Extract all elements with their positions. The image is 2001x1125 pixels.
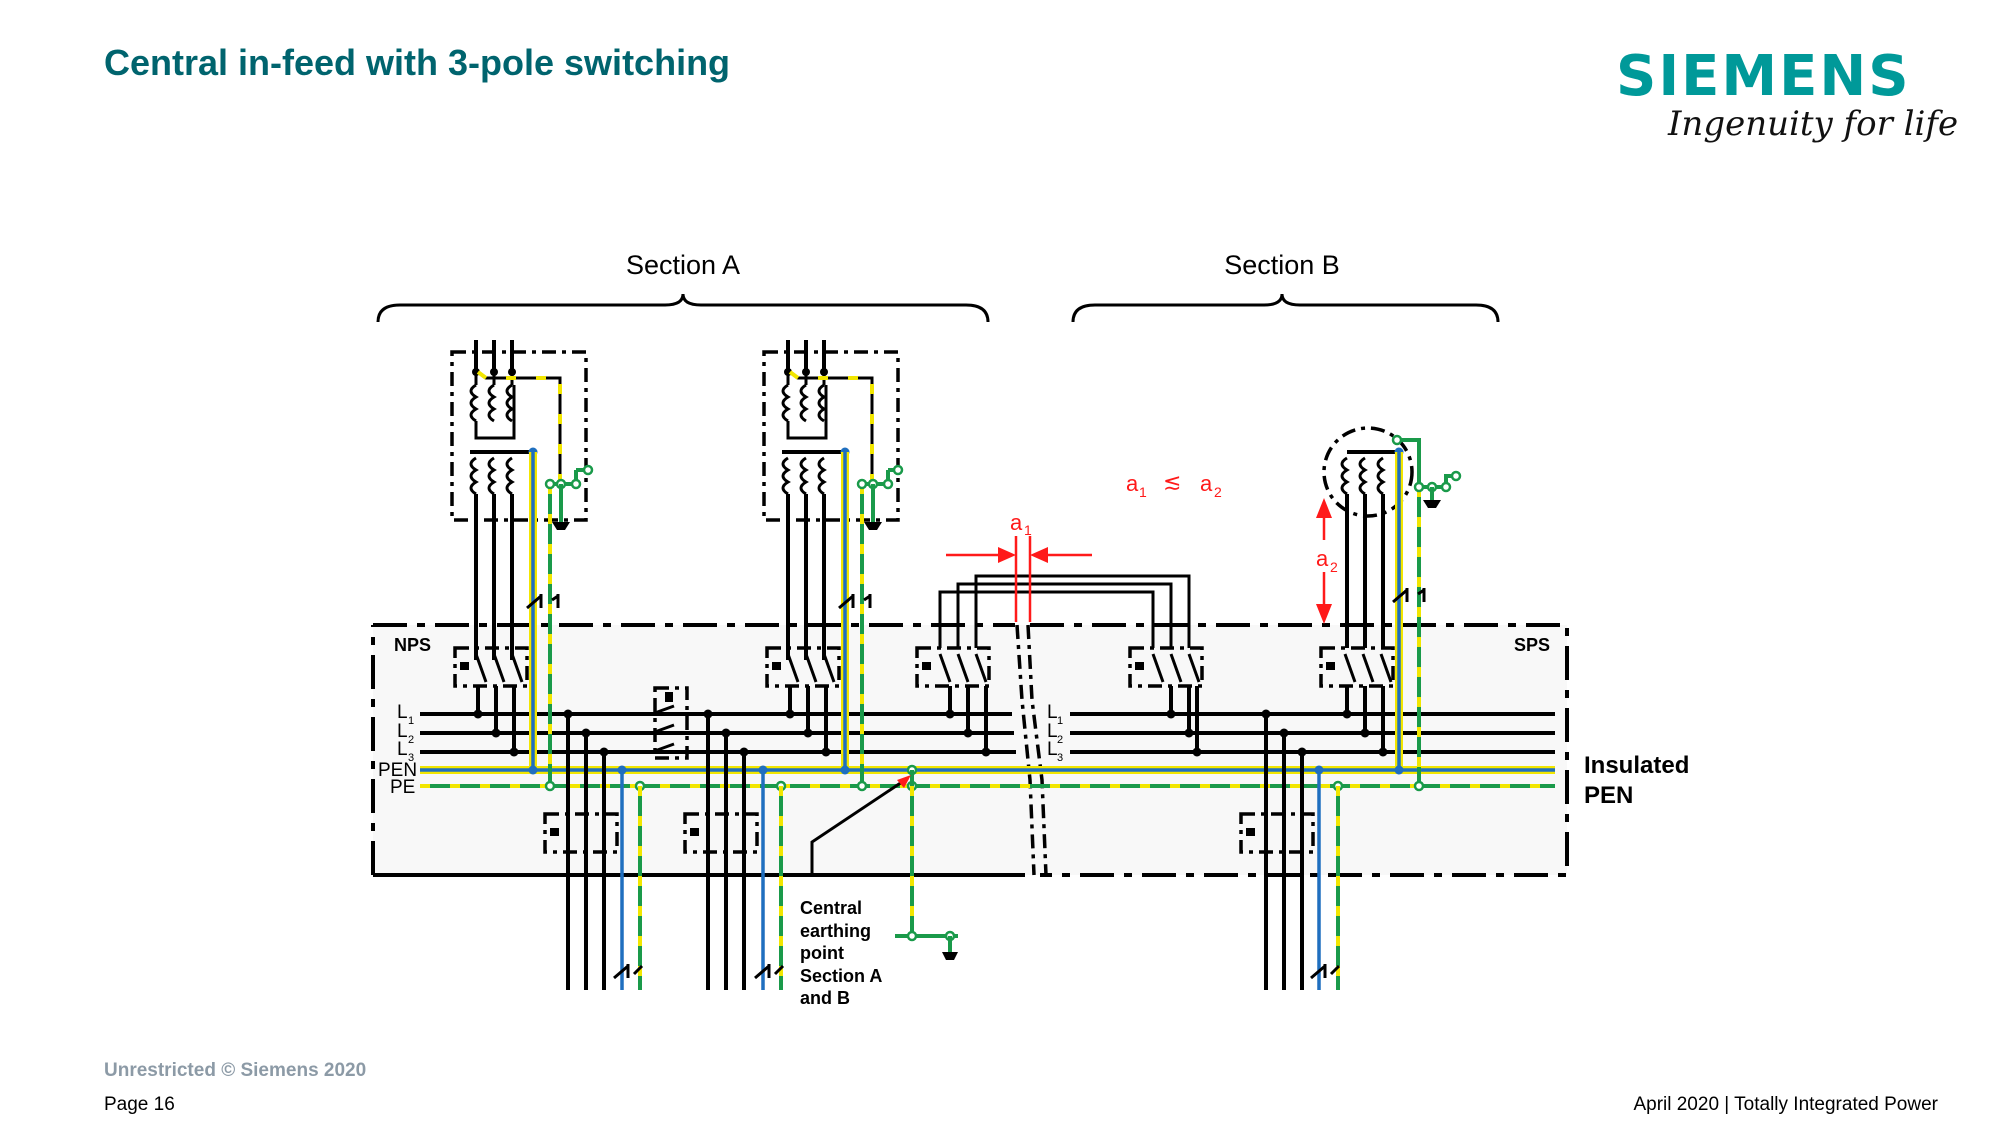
- pen-label: PEN: [378, 760, 417, 781]
- coupling-cable: [938, 574, 1191, 648]
- l3-sub-b: 3: [1057, 752, 1063, 764]
- l1-sub: 1: [408, 715, 414, 727]
- section-a-brace: [376, 293, 990, 323]
- neutral-disconnector-1: [526, 594, 560, 610]
- sps-label: SPS: [1514, 635, 1550, 655]
- transformer-2: [762, 340, 900, 660]
- switchboard-panel-border: [373, 623, 1569, 877]
- bus-section-switch: [651, 686, 689, 760]
- earth-symbol-central: [942, 952, 958, 960]
- annotation-text: Central earthing point Section A and B: [800, 898, 887, 1008]
- insulated-pen-label: Insulated PEN: [1584, 752, 1696, 809]
- neutral-disconnector-3: [1392, 588, 1426, 604]
- l2-label: L: [397, 721, 408, 742]
- l1-label: L: [397, 702, 408, 723]
- insulated-pen-line-2: PEN: [1584, 782, 1633, 809]
- a1-sub: 1: [1024, 522, 1032, 538]
- l2-sub-b: 2: [1057, 734, 1063, 746]
- central-earthing-point: [895, 770, 958, 960]
- incomer-2-drops: [788, 686, 828, 752]
- earth-symbol-1: [552, 522, 570, 530]
- insulated-pen-line-1: Insulated: [1584, 752, 1689, 779]
- incomer-1-drops: [476, 686, 516, 752]
- section-a-label: Section A: [626, 250, 740, 280]
- outgoing-feeder-3: [1239, 709, 1341, 990]
- relation-symbol: ≲: [1163, 469, 1181, 494]
- neutral-disconnector-2: [838, 594, 872, 610]
- footer-page-number: Page 16: [104, 1094, 175, 1115]
- dimension-a1: a 1: [946, 510, 1092, 622]
- annotation-line-2: earthing: [800, 921, 871, 941]
- section-b-brace: [1071, 293, 1500, 323]
- incomer-3-drops: [1345, 686, 1385, 752]
- pe-label: PE: [390, 777, 415, 798]
- section-break-line-2: [1026, 624, 1048, 876]
- distance-relation: a 1 ≲ a 2: [1126, 469, 1222, 500]
- relation-a2-sub: 2: [1214, 484, 1222, 500]
- nps-label: NPS: [394, 635, 431, 655]
- section-break-line: [1015, 624, 1036, 876]
- footer-date-topic: April 2020 | Totally Integrated Power: [1633, 1094, 1938, 1115]
- earth-terminal-group-3: [1391, 434, 1462, 508]
- incomer-breaker-2: [765, 646, 841, 688]
- bus-labels-section-b: L 1 L 2 L 3: [1047, 702, 1063, 764]
- l3-sub: 3: [408, 752, 414, 764]
- relation-a2: a: [1200, 471, 1213, 496]
- a1-label: a: [1010, 510, 1023, 535]
- l2-sub: 2: [408, 734, 414, 746]
- l1-sub-b: 1: [1057, 715, 1063, 727]
- l3-label-b: L: [1047, 739, 1058, 760]
- brand-tagline: Ingenuity for life: [1668, 104, 1959, 144]
- siemens-logo: SIEMENS: [1616, 44, 1911, 109]
- annotation-line-1: Central: [800, 898, 862, 918]
- coupling-breaker-a: [915, 646, 991, 752]
- l3-label: L: [397, 739, 408, 760]
- earth-symbol-2: [864, 522, 882, 530]
- footer-classification: Unrestricted © Siemens 2020: [104, 1060, 367, 1081]
- coupling-breaker-b: [1128, 646, 1204, 752]
- earth-terminal-group-1: [544, 464, 594, 530]
- earth-symbol-3: [1423, 500, 1441, 508]
- annotation-line-3: point: [800, 943, 844, 963]
- bus-labels-section-a: L 1 L 2 L 3 PEN PE: [378, 702, 417, 798]
- earth-terminal-group-2: [856, 464, 904, 530]
- annotation-line-4: Section A: [800, 966, 882, 986]
- l1-label-b: L: [1047, 702, 1058, 723]
- a2-sub: 2: [1330, 559, 1338, 575]
- outgoing-feeder-1: [543, 709, 644, 990]
- transformer-3: [1322, 426, 1414, 648]
- annotation-line-5: and B: [800, 988, 850, 1008]
- relation-a1: a: [1126, 471, 1139, 496]
- transformer-1: [450, 340, 588, 660]
- section-b-label: Section B: [1224, 250, 1340, 280]
- slide-title: Central in-feed with 3-pole switching: [104, 42, 731, 83]
- a2-label: a: [1316, 546, 1329, 571]
- incomer-breaker-3: [1319, 646, 1395, 688]
- incomer-breaker-1: [453, 646, 529, 688]
- annotation-arrowhead: [897, 775, 911, 788]
- dimension-a2: a 2: [1316, 498, 1338, 624]
- l2-label-b: L: [1047, 721, 1058, 742]
- outgoing-feeder-2: [683, 709, 785, 990]
- relation-a1-sub: 1: [1139, 484, 1147, 500]
- annotation-leader: [810, 776, 909, 875]
